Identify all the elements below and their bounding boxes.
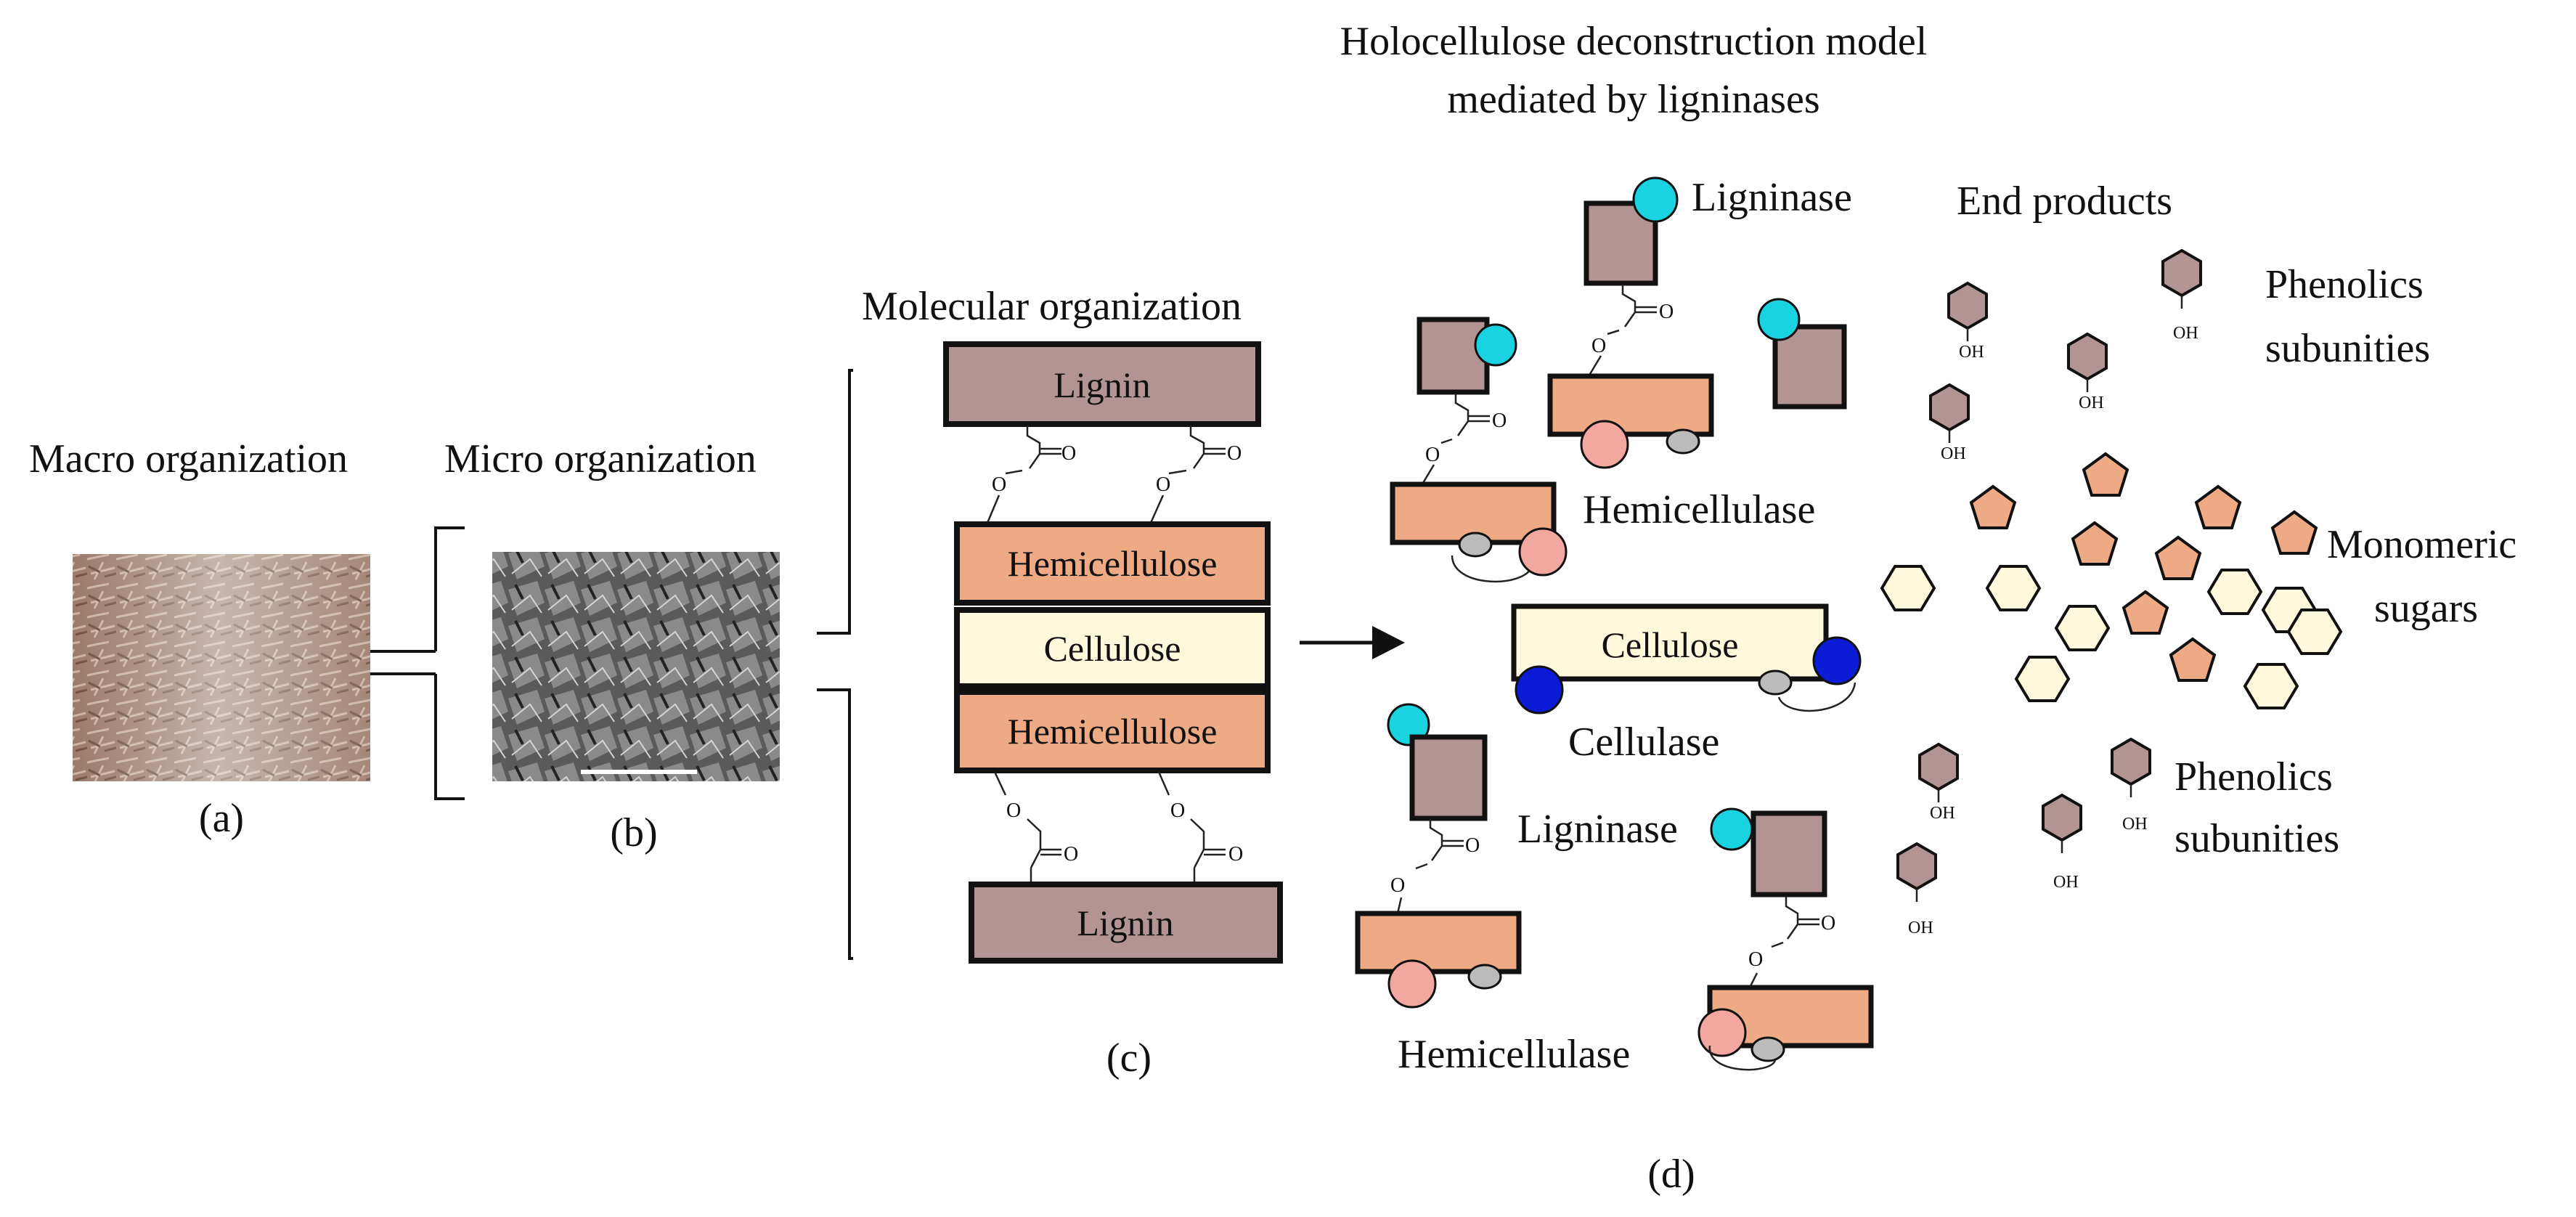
svg-text:O: O	[1006, 799, 1021, 822]
hexose-sugars	[1880, 565, 2343, 709]
svg-text:O: O	[1492, 410, 1507, 432]
molecular-structure: Lignin O O O O Hemicellulose Cellulose H…	[943, 341, 1283, 964]
svg-text:O: O	[1659, 301, 1674, 323]
svg-text:O: O	[1064, 843, 1078, 866]
svg-text:O: O	[1821, 912, 1835, 935]
hemicellulase-label-2: Hemicellulase	[1398, 1032, 1630, 1077]
svg-text:O: O	[1170, 799, 1185, 822]
phenolics-upper-line2: subunities	[2265, 326, 2430, 371]
panel-a-label: (a)	[199, 796, 244, 841]
svg-text:OH: OH	[1930, 804, 1955, 823]
svg-text:O: O	[1591, 335, 1606, 357]
svg-text:OH: OH	[2053, 873, 2079, 892]
svg-text:O: O	[1228, 843, 1243, 866]
model-title-line1: Holocellulose deconstruction model	[1340, 19, 1928, 64]
svg-text:OH: OH	[2122, 815, 2148, 834]
svg-text:O: O	[1465, 834, 1480, 857]
end-products-label: End products	[1957, 179, 2172, 224]
lignin-box-top	[943, 341, 1261, 427]
deconstruction-model: O O Ligninase O O Hemicellulase Cellulos…	[1355, 175, 2516, 1077]
model-cellulose-label: Cellulose	[1602, 624, 1739, 665]
svg-text:O: O	[1390, 874, 1405, 897]
svg-text:O: O	[992, 473, 1006, 496]
phenolics-lower-line1: Phenolics	[2174, 754, 2333, 799]
hemicellulase-label-1: Hemicellulase	[1583, 487, 1815, 532]
svg-text:OH: OH	[2079, 394, 2104, 412]
phenolics-upper-line1: Phenolics	[2265, 262, 2424, 307]
pentose-sugars	[1969, 452, 2318, 682]
phenolics-lower: OH OH OH OH	[1896, 737, 2151, 937]
svg-text:OH: OH	[1908, 919, 1933, 937]
micro-organization-label: Micro organization	[444, 436, 757, 481]
macro-photo	[73, 554, 370, 781]
svg-text:O: O	[1061, 442, 1076, 465]
bracket-b-c	[817, 369, 853, 960]
svg-text:O: O	[1227, 442, 1242, 465]
lignin-box-bottom	[969, 882, 1283, 964]
hemicellulose-box-top	[954, 521, 1271, 606]
model-title-line2: mediated by ligninases	[1447, 77, 1819, 122]
macro-organization-label: Macro organization	[29, 436, 348, 481]
panel-c-label: (c)	[1106, 1035, 1152, 1080]
cellulose-box	[954, 607, 1271, 689]
svg-text:OH: OH	[2173, 324, 2198, 343]
svg-text:OH: OH	[1959, 343, 1984, 362]
svg-text:O: O	[1748, 948, 1763, 971]
hemicellulose-box-bottom-label: Hemicellulose	[1008, 711, 1218, 752]
monomeric-sugars-line1: Monomeric	[2327, 522, 2516, 567]
phenolics-lower-line2: subunities	[2174, 816, 2339, 861]
panel-d-label: (d)	[1647, 1152, 1695, 1197]
svg-text:O: O	[1156, 473, 1170, 496]
lignin-box-bottom-label: Lignin	[1077, 903, 1173, 943]
ligninase-label-2: Ligninase	[1517, 807, 1678, 852]
hemicellulose-box-bottom	[954, 689, 1271, 773]
ligninase-label-1: Ligninase	[1692, 175, 1852, 220]
svg-text:O: O	[1425, 444, 1440, 466]
cellulose-box-label: Cellulose	[1044, 628, 1181, 669]
svg-text:OH: OH	[1941, 444, 1966, 463]
process-arrow	[1300, 626, 1405, 659]
panel-b-label: (b)	[610, 810, 657, 855]
connector-a-b	[370, 526, 465, 800]
monomeric-sugars-line2: sugars	[2374, 586, 2478, 631]
phenolics-upper: OH OH OH OH	[1929, 248, 2202, 463]
molecular-organization-label: Molecular organization	[862, 284, 1242, 329]
hemicellulose-box-top-label: Hemicellulose	[1008, 543, 1218, 584]
cellulase-label: Cellulase	[1568, 720, 1719, 765]
micro-sem-image	[492, 552, 780, 781]
lignin-box-top-label: Lignin	[1053, 365, 1150, 405]
